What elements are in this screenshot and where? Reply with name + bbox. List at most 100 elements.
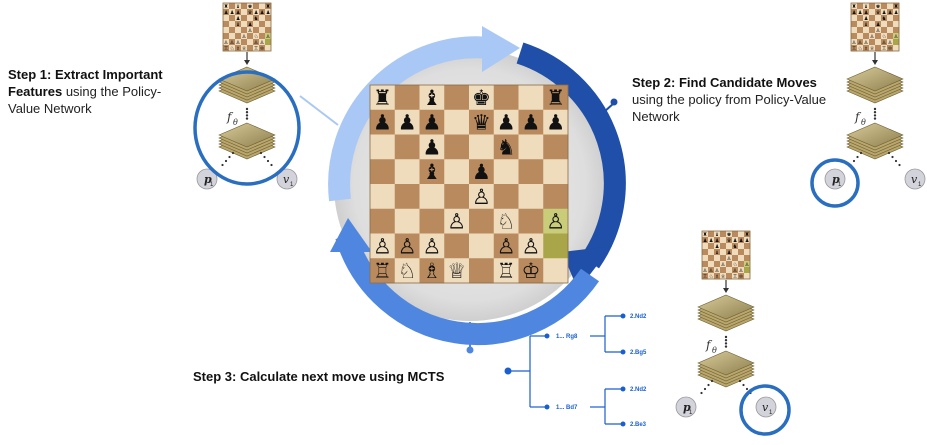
board-square (247, 15, 254, 22)
board-square (265, 9, 272, 16)
connector-dot (852, 159, 856, 163)
mcts-node (620, 386, 626, 392)
board-square (543, 134, 569, 160)
chess-piece: ♚ (727, 232, 732, 238)
chess-piece: ♞ (497, 134, 516, 159)
board-square (493, 159, 519, 185)
connector-dot (221, 163, 224, 167)
chess-piece: ♕ (242, 46, 247, 52)
board-square (419, 258, 445, 284)
board-square (265, 15, 272, 22)
board-square (469, 184, 495, 210)
chess-piece: ♙ (254, 40, 259, 46)
board-square (726, 255, 733, 262)
board-square (863, 39, 870, 46)
connector-dot (259, 151, 263, 155)
connector-dot (224, 159, 228, 163)
board-square (738, 231, 745, 238)
board-square (229, 21, 236, 28)
board-square (893, 33, 900, 40)
board-square (370, 85, 396, 111)
connector-dot (724, 335, 728, 339)
connector-dot (898, 163, 901, 167)
chess-piece: ♟ (745, 238, 750, 244)
chess-piece: ♙ (715, 268, 720, 274)
chess-piece: ♘ (733, 262, 738, 268)
policy-output-node (675, 396, 697, 418)
connector-dot (245, 111, 249, 114)
board-square (223, 45, 230, 52)
chess-piece: ♜ (894, 4, 899, 10)
board-square (708, 267, 715, 274)
board-square (444, 258, 470, 284)
step3-connector-dot (466, 346, 474, 354)
board-square (241, 33, 248, 40)
chess-piece: ♟ (727, 250, 732, 256)
board-square (720, 267, 727, 274)
step2-description: using the policy from Policy-Value Netwo… (632, 92, 827, 124)
chess-piece: ♙ (422, 233, 441, 258)
board-square (887, 15, 894, 22)
board-square (708, 261, 715, 268)
chess-piece: ♜ (224, 4, 229, 10)
chess-piece: ♙ (709, 268, 714, 274)
chess-piece: ♞ (733, 244, 738, 250)
board-square (241, 9, 248, 16)
board-square (893, 3, 900, 10)
chess-piece: ♜ (546, 85, 565, 110)
step1-description: using the Policy-Value Network (8, 84, 162, 116)
board-square (738, 243, 745, 250)
chess-piece: ♝ (715, 250, 720, 256)
connector-dot (873, 111, 877, 114)
chess-piece: ♘ (882, 34, 887, 40)
board-square (702, 261, 709, 268)
board-square (732, 243, 739, 250)
board-square (493, 258, 519, 284)
board-square (714, 255, 721, 262)
chess-piece: ♜ (703, 232, 708, 238)
chess-piece: ♟ (266, 10, 271, 16)
board-square (235, 15, 242, 22)
board-square (543, 208, 569, 234)
board-square (394, 208, 420, 234)
chess-piece: ♔ (888, 46, 893, 52)
chess-board: ♜♝♚♜♟♟♟♛♟♟♟♟♞♝♟♙♙♘♙♙♙♙♙♙♖♘♗♕♖♔ (369, 84, 569, 284)
chess-piece: ♙ (224, 40, 229, 46)
board-square (259, 9, 266, 16)
board-square (744, 267, 751, 274)
chess-piece: ♖ (224, 46, 229, 52)
board-square (702, 255, 709, 262)
board-square (259, 45, 266, 52)
board-square (229, 3, 236, 10)
chess-piece: ♛ (876, 10, 881, 16)
mcts-node (620, 421, 626, 427)
board-square (887, 45, 894, 52)
board-square (259, 33, 266, 40)
board-square (738, 273, 745, 280)
board-square (851, 21, 858, 28)
board-square (469, 233, 495, 259)
board-square (857, 9, 864, 16)
board-square (229, 45, 236, 52)
board-square (708, 273, 715, 280)
chess-piece: ♚ (876, 4, 881, 10)
connector-dot (873, 107, 877, 111)
step3-highlight-ring (739, 384, 791, 436)
board-square (714, 249, 721, 256)
board-square (744, 231, 751, 238)
chess-piece: ♚ (472, 85, 491, 110)
chess-piece: ♟ (739, 238, 744, 244)
chess-piece: ♖ (703, 274, 708, 280)
board-square (869, 39, 876, 46)
mcts-root-node (504, 367, 512, 375)
board-square (720, 249, 727, 256)
board-square (247, 27, 254, 34)
board-square (708, 237, 715, 244)
connector-dot (707, 383, 710, 387)
connector-dot (231, 151, 235, 155)
board-square (887, 39, 894, 46)
board-square (259, 21, 266, 28)
board-square (247, 33, 254, 40)
chess-piece: ♟ (876, 22, 881, 28)
step1-title: Step 1: Extract Important Features (8, 67, 163, 99)
